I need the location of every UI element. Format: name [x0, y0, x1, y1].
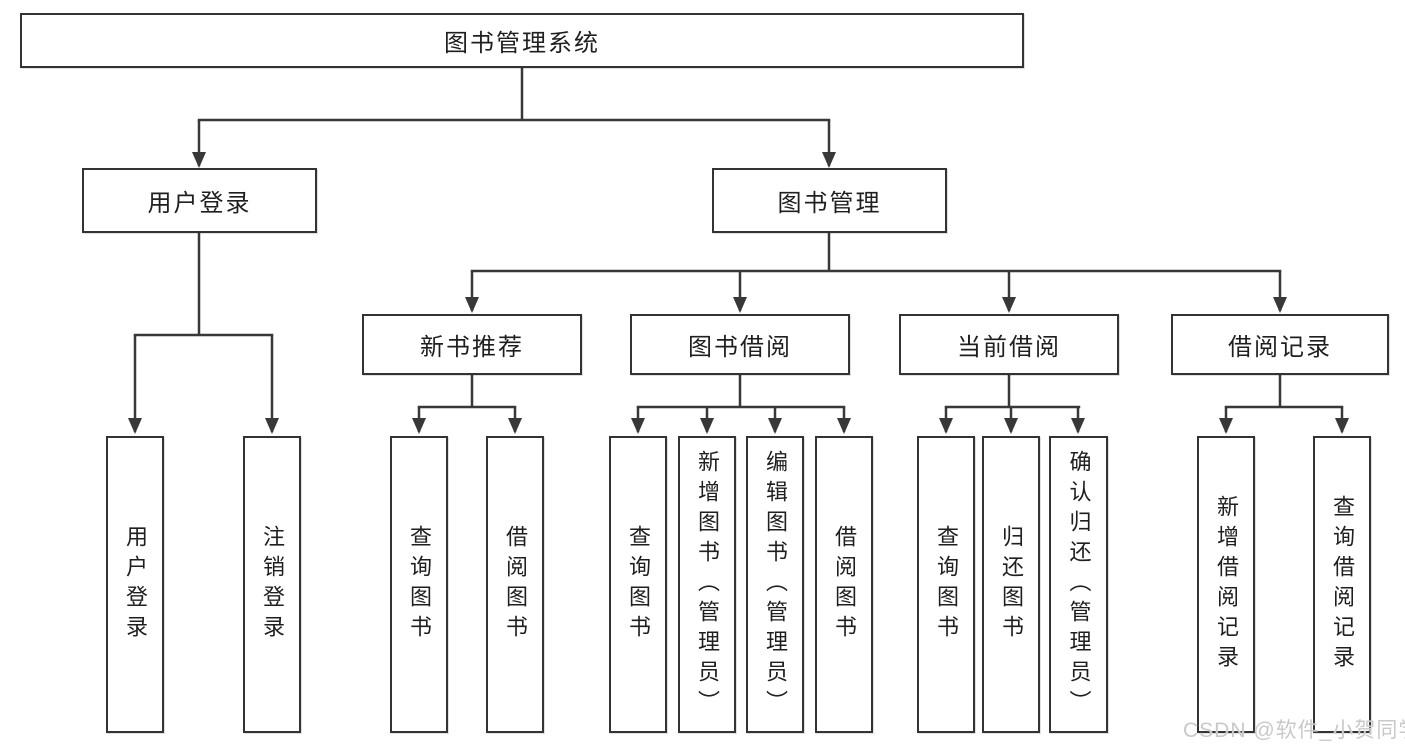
- leaf-user-login-label: 用户登录: [123, 524, 148, 645]
- node-new-book-recommendation: 新书推荐: [362, 314, 582, 375]
- node-user-login-label: 用户登录: [147, 190, 252, 217]
- leaf-edit-books-admin-label: 编辑图书（管理员）: [763, 449, 788, 720]
- leaf-query-borrow-record-label: 查询借阅记录: [1330, 494, 1355, 675]
- leaf-confirm-return-admin-label: 确认归还（管理员）: [1066, 449, 1092, 720]
- leaf-return-books: 归还图书: [982, 436, 1040, 733]
- leaf-query-books-current: 查询图书: [917, 436, 975, 733]
- leaf-add-books-admin: 新增图书（管理员）: [678, 436, 736, 733]
- node-borrowing-records: 借阅记录: [1171, 314, 1389, 375]
- node-library-system: 图书管理系统: [20, 13, 1024, 68]
- node-new-book-recommendation-label: 新书推荐: [420, 334, 524, 361]
- leaf-borrow-books-borrowing-label: 借阅图书: [832, 524, 857, 645]
- leaf-add-books-admin-label: 新增图书（管理员）: [695, 449, 720, 720]
- leaf-query-books-borrowing-label: 查询图书: [626, 524, 651, 645]
- csdn-watermark: CSDN @软件_小贺同学: [1183, 719, 1405, 742]
- arrow-lines: [128, 120, 1349, 434]
- leaf-logout: 注销登录: [243, 436, 301, 733]
- leaf-borrow-books-recommend-label: 借阅图书: [503, 524, 528, 645]
- node-library-system-label: 图书管理系统: [444, 30, 600, 57]
- node-current-borrowing: 当前借阅: [899, 314, 1119, 375]
- node-current-borrowing-label: 当前借阅: [957, 334, 1061, 361]
- leaf-confirm-return-admin: 确认归还（管理员）: [1049, 436, 1108, 733]
- leaf-add-borrow-record: 新增借阅记录: [1197, 436, 1255, 733]
- leaf-user-login: 用户登录: [106, 436, 164, 733]
- node-book-borrowing: 图书借阅: [630, 314, 850, 375]
- leaf-edit-books-admin: 编辑图书（管理员）: [746, 436, 804, 733]
- node-book-borrowing-label: 图书借阅: [688, 334, 792, 361]
- node-book-management: 图书管理: [712, 168, 947, 233]
- node-borrowing-records-label: 借阅记录: [1228, 334, 1332, 361]
- trunk-lines: [133, 66, 1344, 409]
- leaf-borrow-books-borrowing: 借阅图书: [815, 436, 873, 733]
- leaf-query-books-recommend: 查询图书: [390, 436, 448, 733]
- leaf-query-borrow-record: 查询借阅记录: [1313, 436, 1371, 733]
- leaf-logout-label: 注销登录: [260, 524, 285, 645]
- node-book-management-label: 图书管理: [777, 190, 882, 217]
- leaf-query-books-borrowing: 查询图书: [609, 436, 667, 733]
- leaf-add-borrow-record-label: 新增借阅记录: [1214, 494, 1239, 675]
- leaf-query-books-current-label: 查询图书: [934, 524, 959, 645]
- leaf-query-books-recommend-label: 查询图书: [407, 524, 432, 645]
- node-user-login: 用户登录: [82, 168, 317, 233]
- leaf-return-books-label: 归还图书: [999, 524, 1024, 645]
- leaf-borrow-books-recommend: 借阅图书: [486, 436, 544, 733]
